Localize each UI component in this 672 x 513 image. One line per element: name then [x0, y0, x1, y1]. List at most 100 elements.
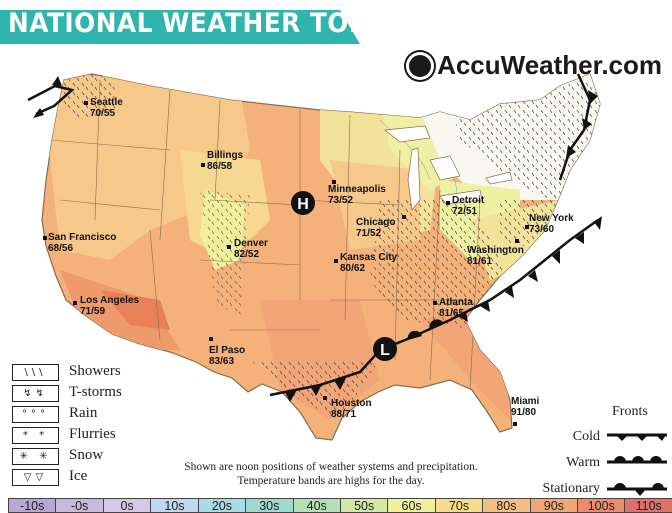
temp-band: 70s [434, 498, 483, 513]
city-temps: 86/58 [207, 161, 233, 172]
temperature-scale: -10s -0s 0s 10s 20s 30s 40s 50s 60s 70s … [8, 498, 672, 513]
snow-icon: ✳ ✳ [12, 448, 59, 465]
sun-icon [409, 55, 432, 77]
city-name: Los Angeles [80, 295, 140, 306]
legend-label: Snow [69, 447, 104, 463]
city-dot [446, 201, 450, 205]
city-name: Billings [207, 150, 244, 161]
stationary-front-northwest [27, 76, 75, 118]
city-dot [323, 396, 327, 400]
city-dot [433, 301, 437, 305]
city-name: Miami [511, 396, 540, 407]
city-dot [84, 101, 88, 105]
city-dot [73, 301, 77, 305]
high-pressure-label: H [297, 196, 309, 213]
temp-band: 20s [197, 498, 246, 513]
showers-icon: \\\ [12, 364, 59, 381]
temp-band: 100s [577, 498, 625, 513]
temp-band: 60s [387, 498, 435, 513]
temp-band: 10s [150, 498, 198, 513]
low-pressure-label: L [380, 342, 390, 359]
legend-label: Rain [69, 405, 98, 421]
temp-band: 0s [102, 498, 151, 513]
legend-label: Ice [69, 468, 88, 484]
map-footnote: Shown are noon positions of weather syst… [184, 461, 478, 487]
city-name: Atlanta [439, 297, 473, 308]
city-temps: 71/52 [356, 228, 382, 239]
page-title: NATIONAL WEATHER TODAY [8, 8, 406, 39]
temp-band: 110s [624, 498, 672, 513]
city-dot [402, 215, 406, 219]
city-temps: 91/80 [511, 407, 537, 418]
city-name: El Paso [209, 345, 246, 356]
temp-band: 90s [529, 498, 578, 513]
city-name: Houston [331, 398, 372, 409]
city-name: New York [529, 213, 574, 224]
city-name: Kansas City [340, 252, 398, 263]
temp-band: 80s [482, 498, 530, 513]
temp-band: -0s [55, 498, 103, 513]
city-temps: 88/71 [331, 409, 357, 420]
title-bar: NATIONAL WEATHER TODAY [0, 0, 672, 46]
legend-label: T-storms [69, 384, 122, 400]
city-name: Washington [467, 245, 524, 256]
flurries-icon: * * [12, 427, 59, 444]
temp-band: 40s [292, 498, 340, 513]
city-temps: 73/52 [328, 195, 354, 206]
city-dot [43, 236, 47, 240]
cold-front-northeast [558, 73, 598, 181]
high-pressure-marker: H [291, 191, 315, 215]
city-dot [209, 337, 213, 341]
legend-label: Flurries [69, 426, 116, 442]
brand-name: AccuWeather.com [437, 50, 662, 80]
ice-icon: ▽▽ [12, 469, 59, 486]
legend-label: Showers [69, 363, 121, 379]
city-name: Minneapolis [328, 184, 386, 195]
low-pressure-marker: L [373, 337, 397, 361]
city-temps: 81/65 [439, 308, 465, 319]
city-name: Denver [234, 238, 268, 249]
city-dot [227, 245, 231, 249]
cold-front-south [269, 216, 602, 402]
temp-band: 50s [339, 498, 388, 513]
city-temps: 72/51 [452, 206, 478, 217]
city-temps: 73/60 [529, 224, 555, 235]
brand-logo: AccuWeather.com [409, 50, 662, 81]
front-legend-symbols [607, 433, 667, 496]
city-temps: 83/63 [209, 356, 235, 367]
city-temps: 68/56 [48, 243, 74, 254]
city-dot [334, 259, 338, 263]
city-name: Seattle [90, 97, 123, 108]
temp-band: 30s [245, 498, 293, 513]
city-name: Detroit [452, 195, 485, 206]
city-temps: 80/62 [340, 263, 366, 274]
fronts-legend-title: Fronts [612, 404, 648, 419]
temp-band: -10s [8, 498, 56, 513]
city-dot [513, 422, 517, 426]
city-temps: 82/52 [234, 249, 260, 260]
great-lakes [384, 125, 513, 211]
rain-icon: °°° [12, 406, 59, 423]
city-name: Chicago [356, 217, 396, 228]
front-label-stationary: Stationary [542, 481, 600, 496]
title-band-cutout [340, 10, 672, 44]
city-temps: 70/55 [90, 108, 116, 119]
city-temps: 81/61 [467, 256, 493, 267]
front-label-cold: Cold [572, 429, 600, 444]
front-label-warm: Warm [566, 455, 600, 470]
city-dot [525, 225, 529, 229]
